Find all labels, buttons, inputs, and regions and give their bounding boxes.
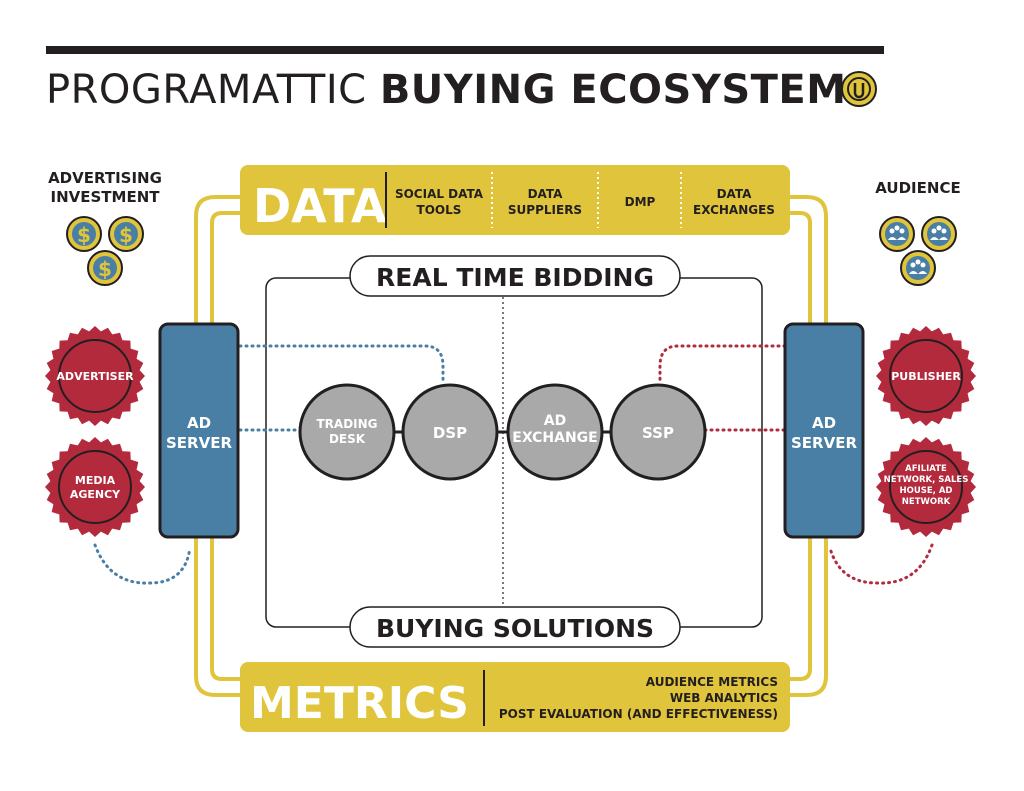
media-agency-line1: MEDIA (75, 474, 116, 487)
seal-ring (889, 450, 963, 524)
title-bold: BUYING ECOSYSTEM (379, 67, 847, 113)
ad-server-left-line2: SERVER (166, 434, 232, 452)
affiliate-line1: AFILIATE (905, 464, 947, 474)
data-item-1-line2: TOOLS (417, 203, 462, 217)
connector-right-bottom (828, 543, 934, 585)
connector-left-bottom (93, 543, 192, 585)
data-item-4-line1: DATA (717, 187, 753, 201)
metrics-item-3: POST EVALUATION (AND EFFECTIVENESS) (499, 707, 778, 721)
affiliate-line2: NETWORK, SALES (884, 475, 969, 485)
data-big-label: DATA (253, 179, 387, 233)
dollar-symbol-3: $ (98, 257, 112, 281)
seal-ring (58, 450, 132, 524)
node-dsp: DSP (401, 383, 499, 481)
dollar-coins: $ $ $ (66, 216, 144, 286)
data-item-2-line2: SUPPLIERS (508, 203, 582, 217)
audience-icon (879, 216, 915, 252)
trading-desk-line1: TRADING (316, 417, 377, 431)
data-bar: DATA SOCIAL DATA TOOLS DATA SUPPLIERS DM… (240, 165, 790, 235)
ad-server-right-line2: SERVER (791, 434, 857, 452)
ad-server-left-line1: AD (187, 414, 211, 432)
title-light: PROGRAMATTIC (46, 67, 367, 113)
dollar-symbol-1: $ (77, 223, 91, 247)
metrics-bar: METRICS AUDIENCE METRICS WEB ANALYTICS P… (240, 662, 790, 732)
dollar-icon: $ (66, 216, 102, 252)
dollar-icon: $ (87, 250, 123, 286)
ad-server-left: AD SERVER (158, 322, 240, 539)
publisher-badge: PUBLISHER (876, 326, 976, 426)
buying-pill: BUYING SOLUTIONS (349, 606, 681, 648)
affiliate-line3: HOUSE, AD (900, 486, 953, 496)
ssp-label: SSP (642, 424, 674, 442)
investment-label-1: ADVERTISING (48, 169, 162, 187)
data-item-2-line1: DATA (528, 187, 564, 201)
node-ad-exchange: AD EXCHANGE (506, 383, 604, 481)
rtb-label: REAL TIME BIDDING (376, 263, 654, 292)
audience-icon (921, 216, 957, 252)
media-agency-line2: AGENCY (70, 488, 121, 501)
trading-desk-line2: DESK (329, 432, 366, 446)
advertiser-badge: ADVERTISER (45, 326, 145, 426)
seal-ring (58, 339, 132, 413)
node-ssp: SSP (609, 383, 707, 481)
metrics-item-1: AUDIENCE METRICS (646, 675, 778, 689)
data-item-1-line1: SOCIAL DATA (395, 187, 484, 201)
metrics-big-label: METRICS (250, 678, 469, 729)
node-trading-desk: TRADING DESK (298, 383, 396, 481)
dsp-label: DSP (433, 424, 467, 442)
page-title: PROGRAMATTIC BUYING ECOSYSTEM (46, 64, 847, 116)
affiliate-line4: NETWORK (902, 497, 951, 507)
title-rule (46, 46, 884, 54)
audience-label: AUDIENCE (875, 179, 960, 197)
dollar-icon: $ (108, 216, 144, 252)
affiliate-badge: AFILIATE NETWORK, SALES HOUSE, AD NETWOR… (876, 437, 976, 537)
advertiser-label: ADVERTISER (56, 370, 134, 383)
publisher-label: PUBLISHER (891, 370, 961, 383)
logo-icon (841, 71, 877, 107)
rtb-pill: REAL TIME BIDDING (349, 255, 681, 297)
data-item-3-line1: DMP (625, 195, 656, 209)
connector-left-top (238, 344, 445, 386)
data-item-4-line2: EXCHANGES (693, 203, 775, 217)
ad-exchange-line2: EXCHANGE (512, 430, 597, 446)
audience-icon (900, 250, 936, 286)
ad-server-right: AD SERVER (783, 322, 865, 539)
ad-server-right-line1: AD (812, 414, 836, 432)
ad-exchange-line1: AD (544, 413, 566, 429)
metrics-item-2: WEB ANALYTICS (670, 691, 778, 705)
buying-label: BUYING SOLUTIONS (376, 614, 654, 643)
audience-coins (879, 216, 957, 286)
investment-label-2: INVESTMENT (51, 188, 161, 206)
seal-ring (889, 339, 963, 413)
media-agency-badge: MEDIA AGENCY (45, 437, 145, 537)
dollar-symbol-2: $ (119, 223, 133, 247)
connector-right-top (658, 344, 787, 386)
